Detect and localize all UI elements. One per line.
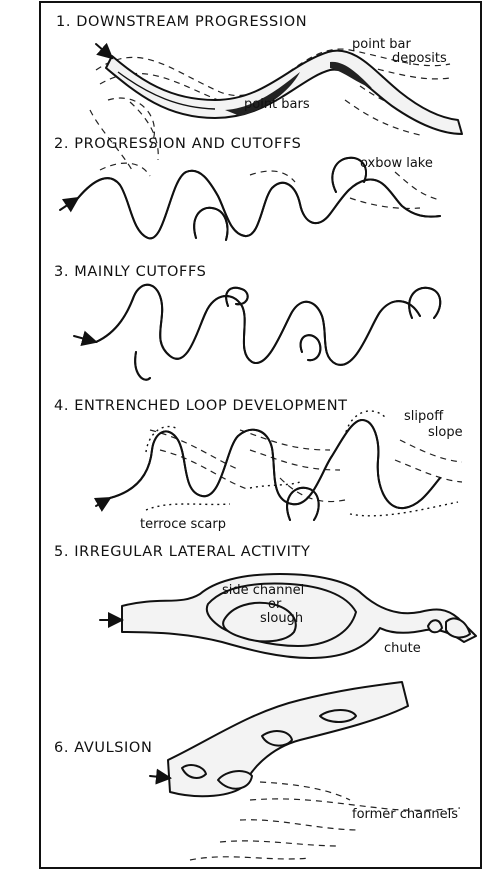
label-point-bar: point bar [352, 37, 412, 52]
label-deposits: deposits [392, 51, 447, 66]
panel-progression-and-cutoffs: 2. PROGRESSION AND CUTOFFS oxbow lake [54, 136, 440, 240]
label-slough: slough [260, 611, 303, 626]
panel-1-title: 1. DOWNSTREAM PROGRESSION [56, 14, 307, 30]
panel-2-channel [78, 171, 440, 239]
label-chute: chute [384, 641, 421, 656]
panel-entrenched-loop-development: 4. ENTRENCHED LOOP DEVELOPMENT slipoff s… [54, 398, 463, 532]
panel-irregular-lateral-activity: 5. IRREGULAR LATERAL ACTIVITY side chann… [54, 544, 476, 658]
label-former-channels: former channels [352, 807, 458, 822]
panel-4-title: 4. ENTRENCHED LOOP DEVELOPMENT [54, 398, 348, 414]
panel-mainly-cutoffs: 3. MAINLY CUTOFFS [54, 264, 440, 380]
label-side-channel: side channel [222, 583, 304, 598]
label-point-bars: point bars [244, 97, 310, 112]
panel-3-channel [96, 285, 420, 365]
label-or: or [268, 597, 282, 612]
panel-6-title: 6. AVULSION [54, 740, 152, 756]
label-oxbow-lake: oxbow lake [360, 156, 433, 171]
panel-avulsion: 6. AVULSION former channels [54, 682, 460, 860]
panel-3-title: 3. MAINLY CUTOFFS [54, 264, 206, 280]
panel-5-title: 5. IRREGULAR LATERAL ACTIVITY [54, 544, 310, 560]
label-slipoff: slipoff [404, 409, 444, 424]
panel-2-title: 2. PROGRESSION AND CUTOFFS [54, 136, 301, 152]
label-slope: slope [428, 425, 463, 440]
label-terroce-scarp: terroce scarp [140, 517, 226, 532]
